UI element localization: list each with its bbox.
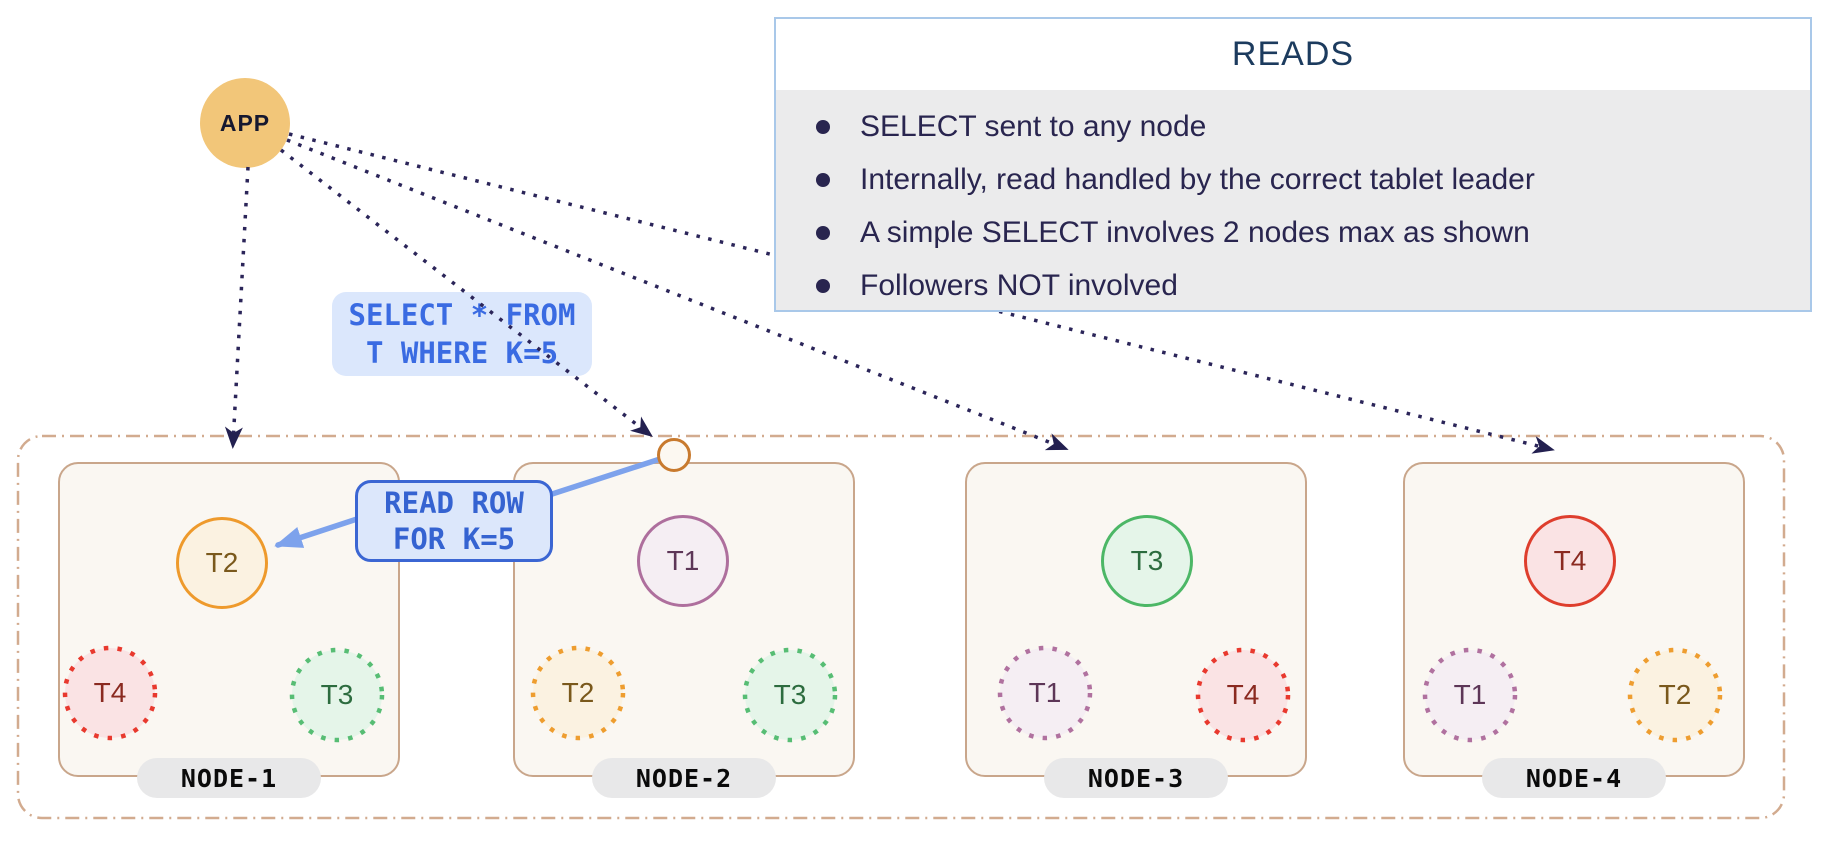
node-label-2: NODE-2 — [592, 758, 776, 798]
node-name: NODE-2 — [635, 763, 733, 793]
tablet-leader-t1-node-2: T1 — [637, 515, 729, 607]
node-label-3: NODE-3 — [1044, 758, 1228, 798]
reads-bullet-2: Internally, read handled by the correct … — [816, 153, 1792, 206]
tablet-label: T3 — [1130, 545, 1164, 576]
tablet-label: T3 — [320, 679, 354, 710]
tablet-label: T1 — [666, 545, 700, 576]
bullet-text: A simple SELECT involves 2 nodes max as … — [860, 215, 1530, 249]
node-label-1: NODE-1 — [137, 758, 321, 798]
bullet-dot — [816, 278, 830, 293]
tablet-label: T1 — [1028, 677, 1062, 708]
node-label-4: NODE-4 — [1482, 758, 1666, 798]
tablet-label: T4 — [93, 677, 127, 708]
tablet-leader-t3-node-3: T3 — [1101, 515, 1193, 607]
reads-panel-title: READS — [776, 19, 1810, 90]
bullet-text: Followers NOT involved — [860, 268, 1178, 302]
bullet-dot — [816, 225, 830, 240]
tablet-label: T3 — [773, 679, 807, 710]
node-name: NODE-1 — [180, 763, 278, 793]
tablet-follower-t2-node-4: T2 — [1630, 650, 1720, 740]
tablet-label: T2 — [205, 547, 239, 578]
tablet-follower-t3-node-1: T3 — [292, 650, 382, 740]
reads-panel: READS SELECT sent to any node Internally… — [774, 17, 1812, 312]
tablet-label: T4 — [1226, 679, 1260, 710]
reads-bullet-4: Followers NOT involved — [816, 259, 1792, 312]
tablet-follower-t1-node-4: T1 — [1425, 650, 1515, 740]
tablet-label: T2 — [1658, 679, 1692, 710]
tablet-label: T1 — [1453, 679, 1487, 710]
bullet-text: SELECT sent to any node — [860, 109, 1207, 143]
read-row-label: READ ROW FOR K=5 — [355, 480, 553, 562]
reads-bullet-3: A simple SELECT involves 2 nodes max as … — [816, 206, 1792, 259]
reads-panel-body: SELECT sent to any node Internally, read… — [776, 90, 1810, 310]
tablet-follower-t1-node-3: T1 — [1000, 648, 1090, 738]
bullet-dot — [816, 119, 830, 134]
tablet-leader-t4-node-4: T4 — [1524, 515, 1616, 607]
read-row-line-2: FOR K=5 — [392, 522, 516, 556]
bullet-text: Internally, read handled by the correct … — [860, 162, 1535, 196]
tablet-follower-t4-node-1: T4 — [65, 648, 155, 738]
dotted-arrow-app-to-node-1 — [224, 166, 250, 449]
read-row-line-1: READ ROW — [384, 486, 524, 520]
app-circle: APP — [200, 78, 290, 168]
query-label: SELECT * FROM T WHERE K=5 — [332, 292, 592, 376]
bullet-dot — [816, 172, 830, 187]
tablet-label: T2 — [561, 677, 595, 708]
app-label: APP — [219, 109, 271, 136]
node-name: NODE-3 — [1087, 763, 1185, 793]
query-line-2: T WHERE K=5 — [365, 336, 559, 370]
query-line-1: SELECT * FROM — [348, 298, 576, 332]
tablet-label: T4 — [1553, 545, 1587, 576]
reads-bullet-1: SELECT sent to any node — [816, 100, 1792, 153]
tablet-leader-t2-node-1: T2 — [176, 517, 268, 609]
tablet-follower-t3-node-2: T3 — [745, 650, 835, 740]
tablet-entry-point-circle — [657, 438, 691, 472]
tablet-follower-t4-node-3: T4 — [1198, 650, 1288, 740]
node-name: NODE-4 — [1525, 763, 1623, 793]
tablet-follower-t2-node-2: T2 — [533, 648, 623, 738]
